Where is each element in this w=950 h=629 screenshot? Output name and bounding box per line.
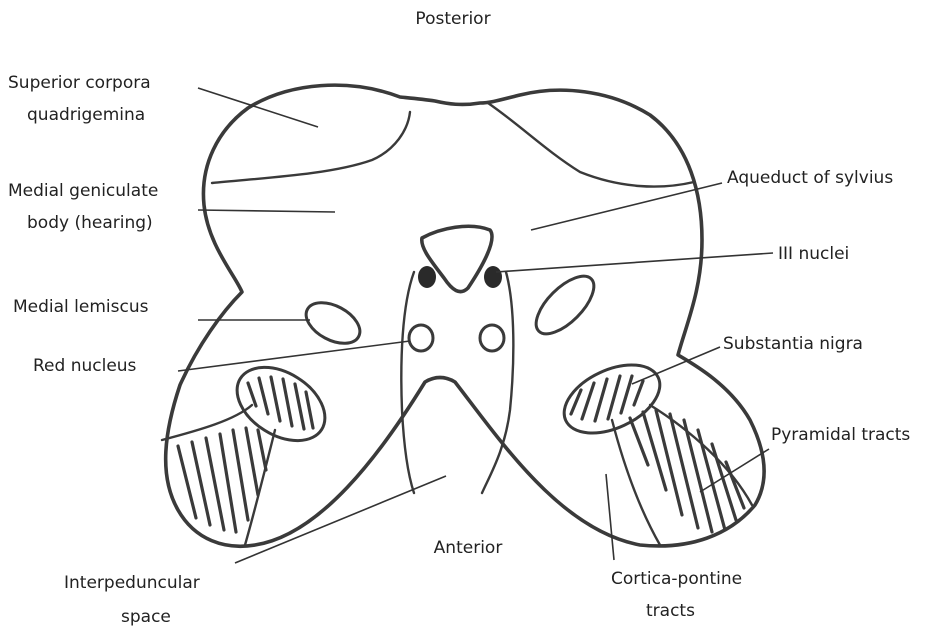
leader-cortica-pontine	[606, 474, 614, 560]
orientation-anterior-label: Anterior	[434, 538, 503, 558]
leader-interpeduncular	[235, 476, 446, 563]
substantia-nigra-right	[554, 351, 671, 447]
medial-lemniscus-left	[299, 294, 366, 351]
label-medial-lemiscus: Medial lemiscus	[13, 297, 149, 317]
label-superior-corpora-line2: quadrigemina	[27, 105, 145, 125]
leader-red-nucleus	[178, 341, 410, 371]
label-aqueduct-of-sylvius: Aqueduct of sylvius	[727, 168, 893, 188]
leader-medial-geniculate	[198, 210, 335, 212]
tegmental-channel-left	[401, 272, 414, 493]
red-nucleus-left	[409, 325, 433, 351]
label-medial-geniculate-line2: body (hearing)	[27, 213, 153, 233]
label-cortica-pontine-line1: Cortica-pontine	[611, 569, 742, 589]
label-superior-corpora-line1: Superior corpora	[8, 73, 151, 93]
label-cortica-pontine-line2: tracts	[646, 601, 695, 621]
orientation-posterior-label: Posterior	[415, 9, 490, 29]
substantia-nigra-left	[224, 352, 338, 455]
tegmental-channel-right	[482, 272, 513, 493]
leader-superior-corpora	[198, 88, 318, 127]
medial-lemniscus-right	[527, 267, 603, 343]
label-interpeduncular-line1: Interpeduncular	[64, 573, 200, 593]
iii-nucleus-left	[418, 266, 436, 288]
superior-colliculus-left-boundary	[212, 112, 410, 183]
red-nucleus-right	[480, 325, 504, 351]
pyramidal-tract-right	[612, 405, 752, 545]
label-red-nucleus: Red nucleus	[33, 356, 137, 376]
label-interpeduncular-line2: space	[121, 607, 171, 627]
label-substantia-nigra: Substantia nigra	[723, 334, 863, 354]
leader-aqueduct	[531, 183, 722, 230]
label-iii-nuclei: III nuclei	[778, 244, 849, 264]
label-pyramidal-tracts: Pyramidal tracts	[771, 425, 910, 445]
superior-colliculus-right-boundary	[488, 103, 694, 187]
leader-iii-nuclei	[496, 253, 773, 272]
label-medial-geniculate-line1: Medial geniculate	[8, 181, 158, 201]
iii-nucleus-right	[484, 266, 502, 288]
